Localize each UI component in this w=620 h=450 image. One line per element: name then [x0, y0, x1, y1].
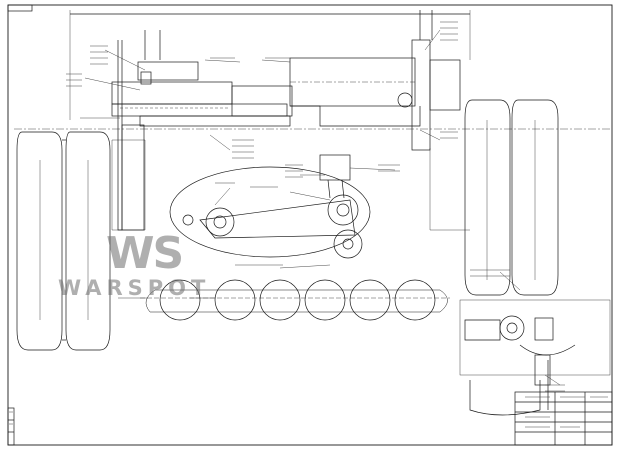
- revision-table: [7, 407, 15, 446]
- left-road-wheel-pair: [16, 131, 111, 351]
- detail-view-bracket: [459, 299, 611, 376]
- suspension-arm-detail: [169, 154, 371, 259]
- right-road-wheel-pair: [464, 99, 559, 296]
- title-block: [514, 391, 613, 446]
- left-hub-assembly: [111, 30, 291, 127]
- main-torsion-shaft: [231, 57, 421, 127]
- track-side-view: [140, 279, 450, 321]
- left-hull-side-plate: [111, 40, 146, 231]
- detail-view-section: [469, 354, 551, 416]
- callout-leaders: [80, 29, 561, 386]
- callout-scribbles: [9, 21, 608, 428]
- overall-dimension-line: [69, 10, 471, 120]
- right-hub-flange: [411, 10, 470, 231]
- corner-stamp-box: [7, 4, 33, 12]
- sheet-border: [7, 4, 613, 446]
